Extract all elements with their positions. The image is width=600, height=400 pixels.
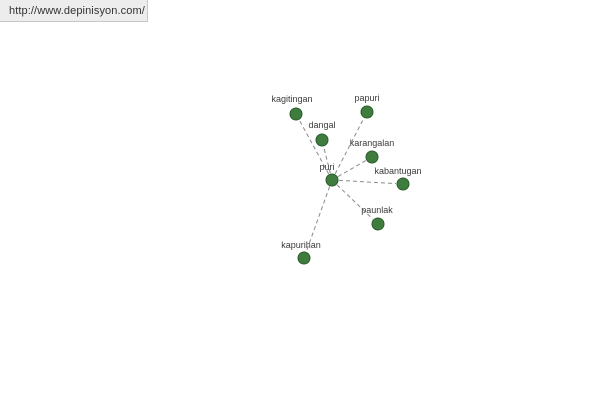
node-label-paunlak: paunlak: [361, 205, 393, 215]
node-label-kagitingan: kagitingan: [271, 94, 313, 104]
graph-node-dangal[interactable]: [315, 133, 329, 147]
graph-node-kabantugan[interactable]: [396, 177, 410, 191]
edge-layer: [298, 117, 397, 252]
graph-node-puri[interactable]: [325, 173, 339, 187]
graph-edge: [338, 179, 397, 185]
graph-node-karangalan[interactable]: [365, 150, 379, 164]
graph-node-paunlak[interactable]: [371, 217, 385, 231]
node-label-dangal: dangal: [308, 120, 336, 130]
url-text: http://www.depinisyon.com/: [9, 4, 145, 17]
graph-edge: [334, 117, 365, 175]
graph-edge: [305, 186, 331, 252]
node-label-kabantugan: kabantugan: [374, 166, 422, 176]
graph-node-papuri[interactable]: [360, 105, 374, 119]
node-layer: [289, 105, 410, 265]
graph-edge: [323, 146, 331, 174]
node-label-puri: puri: [319, 162, 335, 172]
graph-node-kagitingan[interactable]: [289, 107, 303, 121]
graph-edge: [298, 119, 330, 175]
url-bar[interactable]: http://www.depinisyon.com/: [0, 0, 148, 22]
node-label-kapurihan: kapurihan: [281, 240, 321, 250]
node-label-karangalan: karangalan: [349, 138, 395, 148]
node-label-papuri: papuri: [354, 93, 380, 103]
graph-node-kapurihan[interactable]: [297, 251, 311, 265]
graph-edge: [336, 184, 374, 220]
graph-edge: [337, 160, 367, 177]
